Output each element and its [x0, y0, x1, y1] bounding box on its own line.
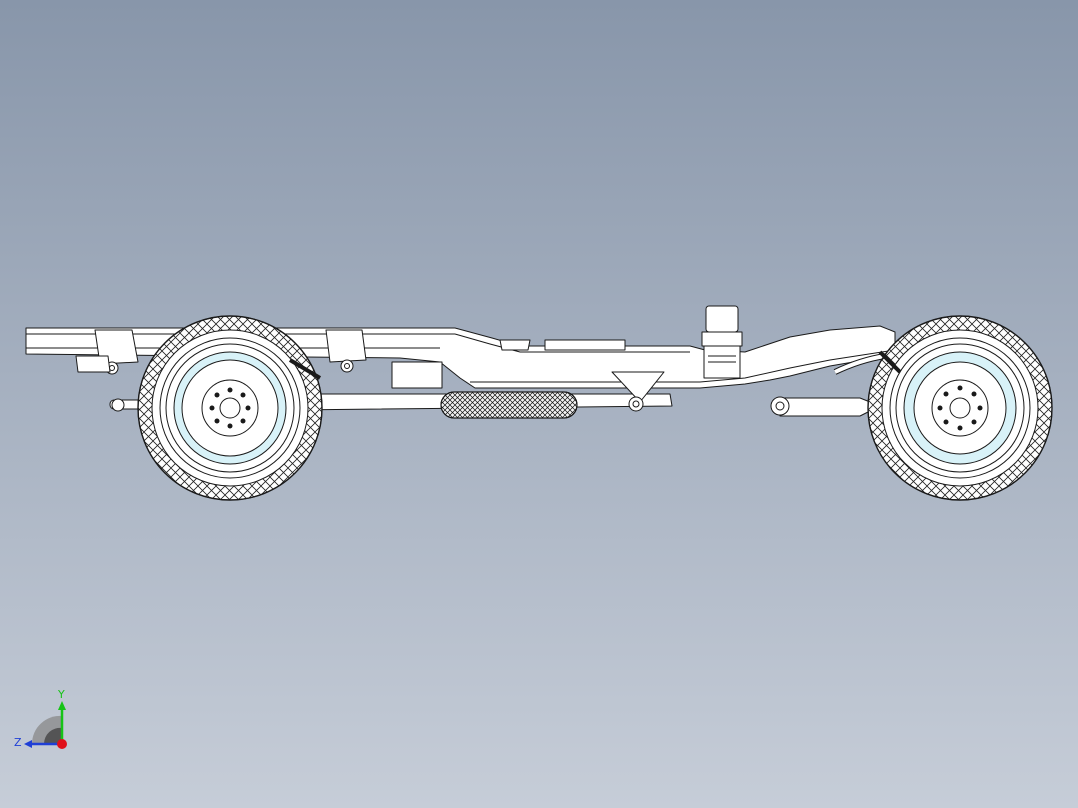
y-axis-label: Y: [57, 688, 65, 701]
transmission-housing[interactable]: [544, 339, 626, 351]
front-spring-hanger[interactable]: [75, 329, 139, 375]
engine-block[interactable]: [391, 361, 443, 389]
x-axis-point: [57, 739, 67, 749]
z-axis-label: Z: [14, 736, 22, 749]
front-wheel[interactable]: [137, 315, 323, 501]
mid-spring-hanger[interactable]: [325, 329, 367, 373]
rear-radius-arm[interactable]: [770, 396, 881, 417]
center-bracket[interactable]: [611, 371, 665, 403]
cab-mount[interactable]: [701, 305, 743, 379]
spare-tire[interactable]: [440, 391, 578, 419]
rear-wheel[interactable]: [867, 315, 1053, 501]
view-orientation-triad: Y Z: [14, 688, 67, 749]
